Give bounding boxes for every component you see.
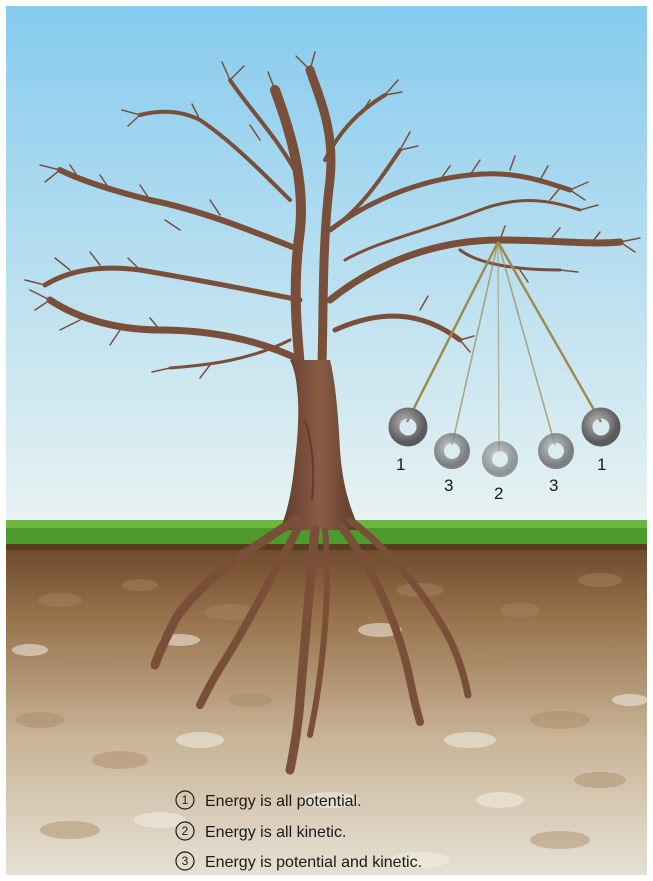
legend-number: 3 [182, 854, 189, 868]
legend-text: Energy is all potential. [205, 793, 362, 810]
tire-label: 3 [549, 476, 558, 495]
tire-label: 1 [597, 455, 606, 474]
tire-label: 3 [444, 476, 453, 495]
legend-number: 1 [182, 793, 189, 807]
legend-number: 2 [182, 824, 189, 838]
legend-item: 3 Energy is potential and kinetic. [176, 852, 422, 871]
legend-text: Energy is all kinetic. [205, 824, 346, 841]
legend-text: Energy is potential and kinetic. [205, 854, 422, 871]
tire-label: 2 [494, 484, 503, 503]
tire-label: 1 [396, 455, 405, 474]
